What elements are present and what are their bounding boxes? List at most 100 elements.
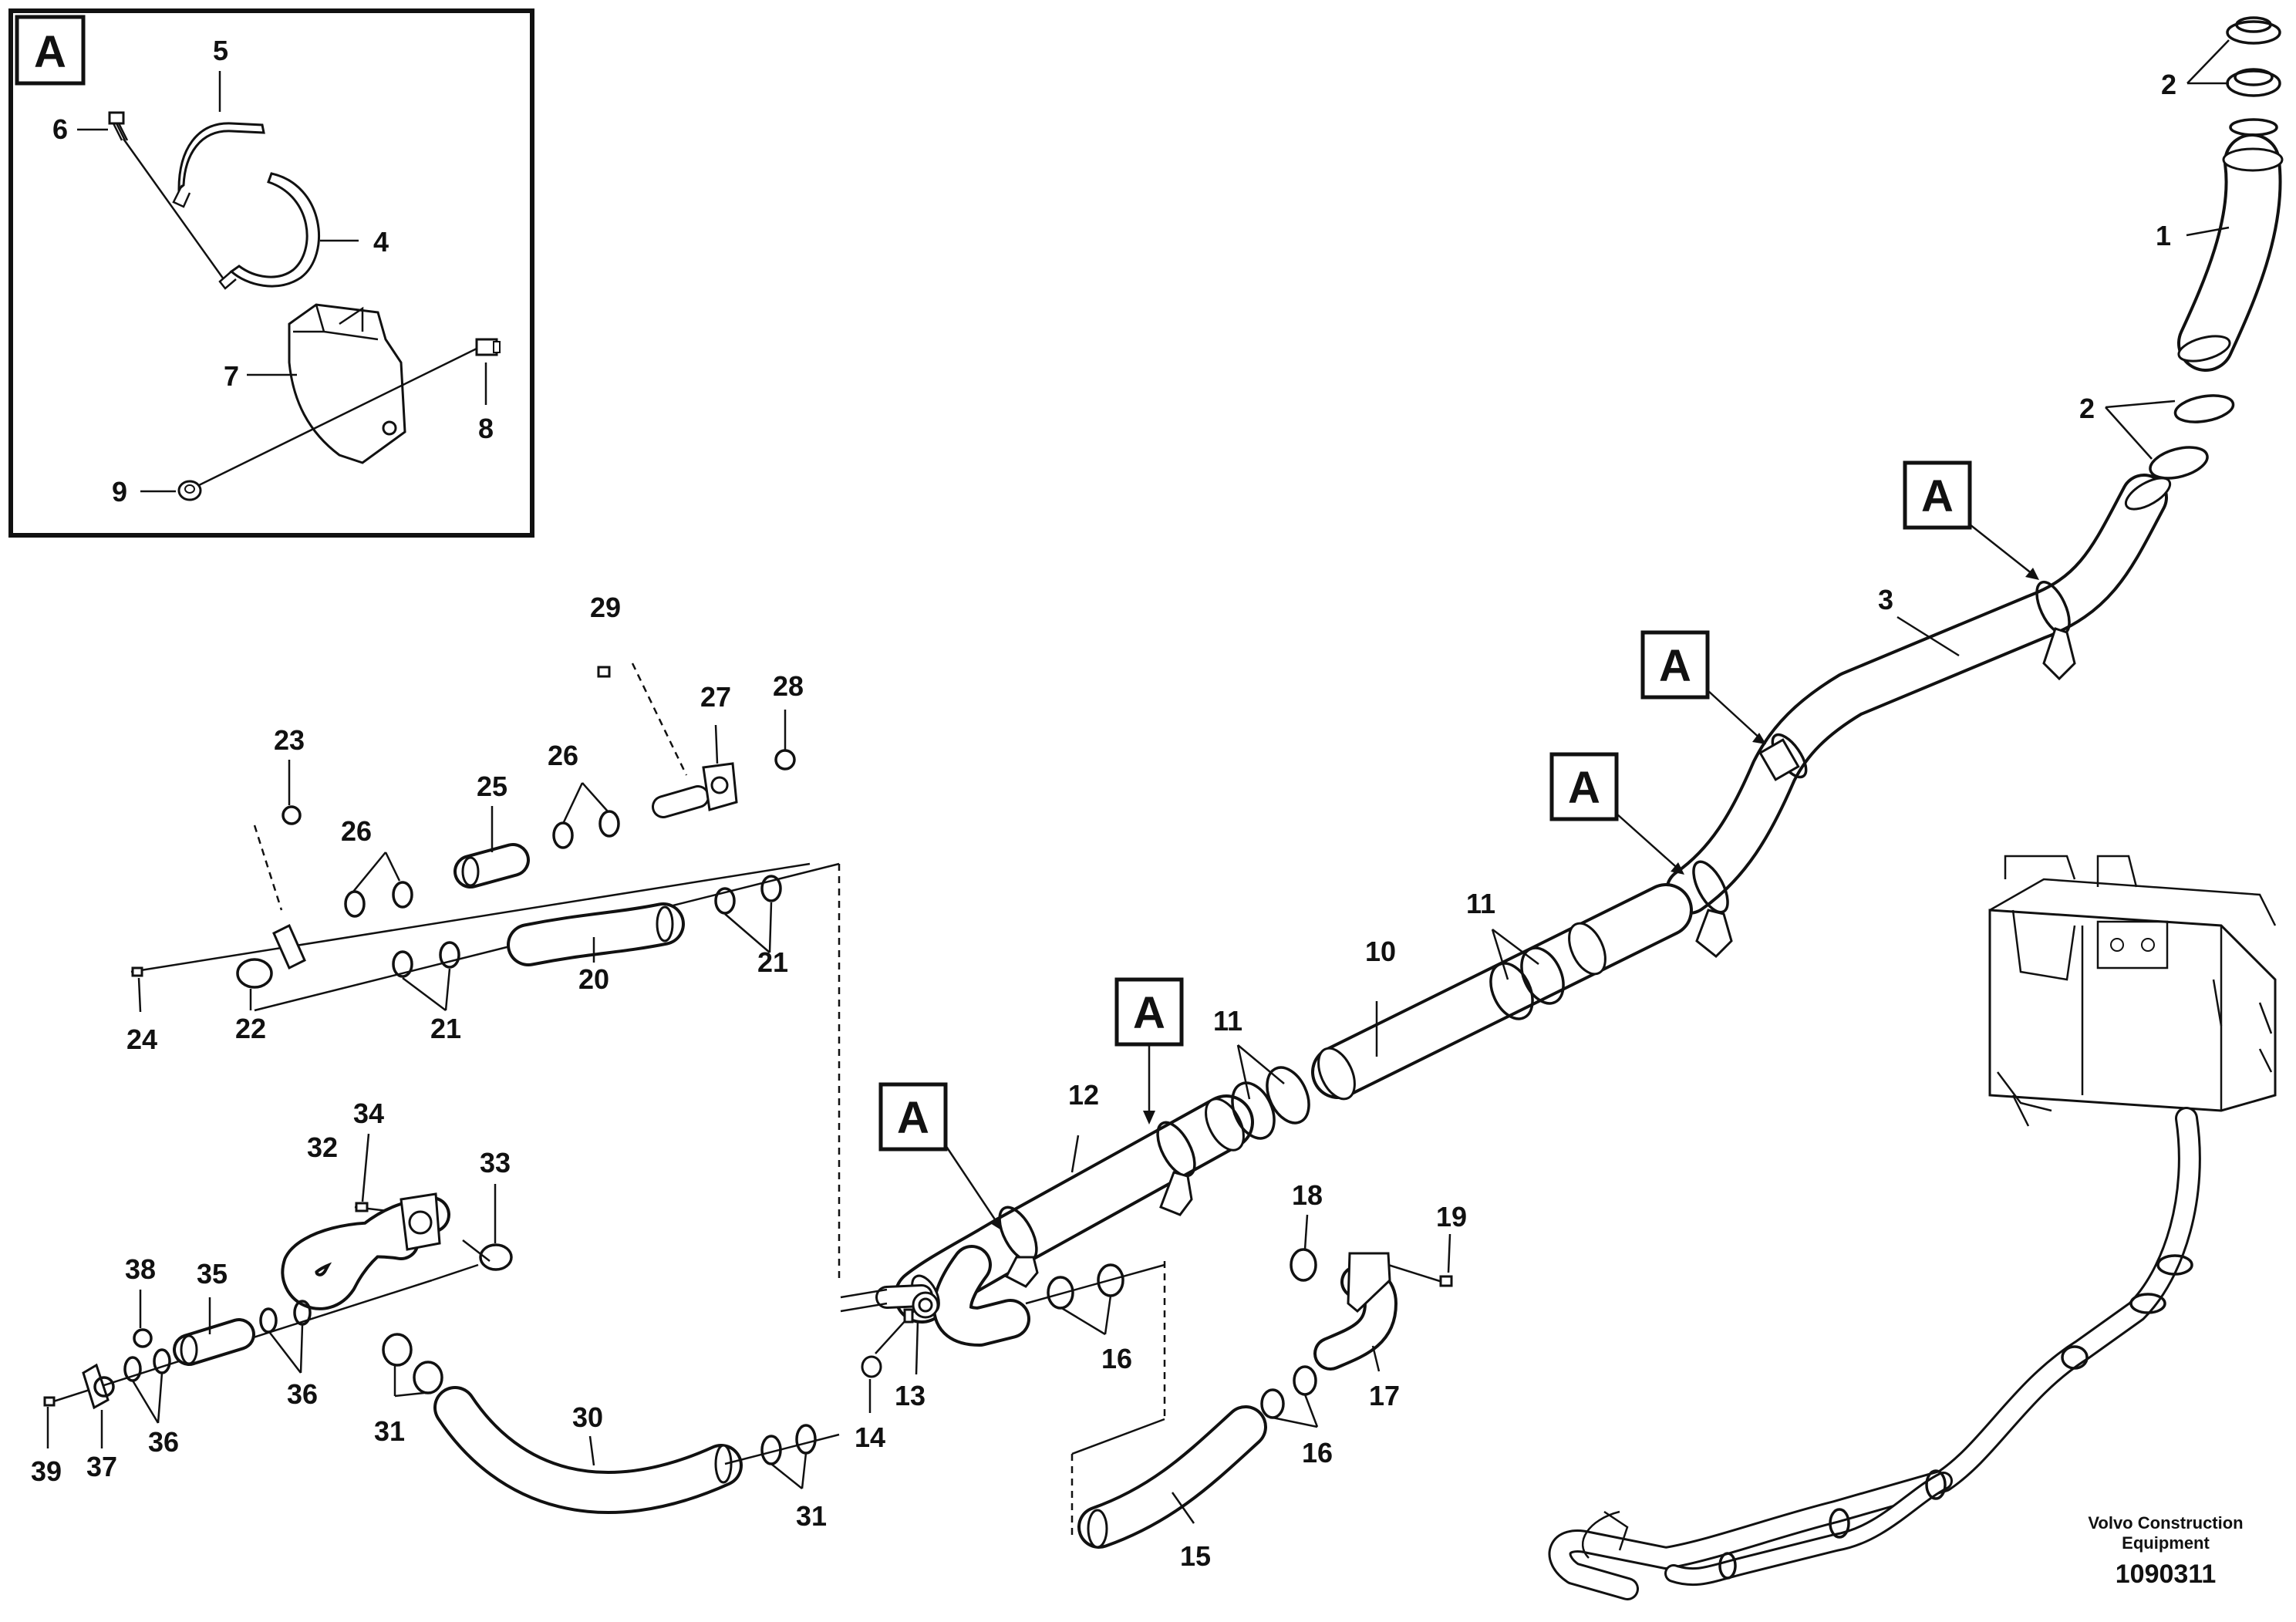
hose-clamp-part — [598, 810, 620, 838]
seal-ring-part — [133, 1328, 153, 1348]
hose-clamp-part — [552, 821, 574, 849]
part-label-19: 19 — [1436, 1201, 1467, 1233]
part-label-35: 35 — [197, 1258, 228, 1290]
part-label-23: 23 — [274, 724, 305, 756]
part-label-1: 1 — [2156, 220, 2171, 251]
hose-clamp-part — [392, 950, 413, 978]
hose-clamp-part — [153, 1348, 171, 1374]
hose-clamp-part — [344, 890, 366, 918]
part-label-4: 4 — [373, 226, 389, 258]
svg-text:A: A — [897, 1093, 929, 1143]
seal-ring-part — [774, 749, 796, 771]
part-label-14: 14 — [855, 1421, 885, 1453]
hose-clamp-part — [795, 1424, 817, 1455]
part-label-38: 38 — [125, 1253, 156, 1285]
part-label-24: 24 — [126, 1023, 157, 1055]
part-label-15: 15 — [1180, 1540, 1211, 1572]
hose-clamp-part — [439, 941, 460, 969]
clamp-ring-part — [1266, 1066, 1310, 1125]
pipe-clamps — [998, 16, 2281, 1288]
hose-clamp-part — [714, 887, 736, 915]
hose-clamp-part — [1293, 1365, 1317, 1396]
seal-ring-part — [1290, 1248, 1317, 1282]
callout-a-marker: A — [1114, 977, 1184, 1125]
part-label-7: 7 — [224, 360, 239, 392]
part-label-16: 16 — [1101, 1343, 1132, 1374]
clamp-ring-part — [1489, 962, 1534, 1020]
part-label-34: 34 — [353, 1098, 384, 1129]
aftertreatment-assembly — [1548, 855, 2277, 1600]
svg-text:A: A — [1568, 763, 1600, 813]
clamp-lower-half-part — [229, 172, 320, 288]
hose-clamp-part — [259, 1307, 278, 1334]
hose-clamp-part — [1047, 1276, 1074, 1310]
callout-a-marker: A — [1549, 752, 1684, 875]
part-label-20: 20 — [578, 963, 609, 995]
part-label-32: 32 — [307, 1131, 338, 1163]
clamp-ring-part — [2226, 20, 2281, 45]
part-label-2: 2 — [2079, 393, 2095, 424]
clamp-ring-part — [1520, 946, 1565, 1005]
bolt-part — [475, 338, 501, 356]
part-label-11: 11 — [1213, 1005, 1242, 1037]
bolt-part — [108, 111, 129, 141]
exhaust-route — [840, 133, 2284, 1347]
hose-clamp-part — [293, 1300, 312, 1326]
svg-text:A: A — [1921, 471, 1954, 521]
part-label-9: 9 — [112, 476, 127, 508]
part-label-21: 21 — [757, 946, 788, 978]
part-label-18: 18 — [1292, 1179, 1323, 1211]
part-label-17: 17 — [1369, 1380, 1400, 1411]
part-label-3: 3 — [1878, 584, 1893, 615]
callout-boxes: A A A A A — [878, 460, 2039, 1231]
company-name-line2: Equipment — [2122, 1533, 2210, 1553]
seal-ring-part — [479, 1243, 513, 1271]
part-label-26: 26 — [341, 815, 372, 847]
detail-a-inset: A — [8, 8, 534, 538]
part-label-5: 5 — [213, 35, 228, 66]
svg-text:A: A — [1659, 641, 1691, 691]
inset-label: A — [34, 27, 66, 77]
part-label-16: 16 — [1302, 1437, 1333, 1469]
clamp-ring-part — [2149, 446, 2209, 480]
part-label-36: 36 — [287, 1378, 318, 1410]
hose-clamp-part — [760, 875, 782, 902]
company-name-line1: Volvo Construction — [2088, 1513, 2243, 1533]
footer-caption: Volvo Construction Equipment 1090311 — [2088, 1513, 2243, 1589]
hose-clamp-part — [392, 881, 413, 909]
part-number-labels: 5 6 4 7 8 9 2 1 2 3 11 10 11 12 13 14 16… — [31, 35, 2176, 1572]
part-label-31: 31 — [796, 1500, 827, 1532]
clamp-upper-half-part — [177, 122, 265, 192]
seal-ring-part — [282, 805, 302, 825]
part-label-31: 31 — [374, 1415, 405, 1447]
part-label-26: 26 — [548, 740, 578, 771]
part-label-2: 2 — [2161, 69, 2176, 100]
part-label-12: 12 — [1068, 1079, 1099, 1111]
part-label-13: 13 — [895, 1380, 925, 1411]
bracket-part — [288, 303, 406, 464]
part-label-30: 30 — [572, 1401, 603, 1433]
leader-lines — [46, 39, 2230, 1524]
part-label-22: 22 — [235, 1013, 266, 1044]
document-number: 1090311 — [2116, 1560, 2217, 1589]
hose-clamp-part — [413, 1361, 443, 1394]
part-label-36: 36 — [148, 1426, 179, 1458]
hose-clamp-part — [382, 1333, 413, 1367]
part-label-29: 29 — [590, 592, 621, 623]
svg-text:A: A — [1133, 988, 1165, 1038]
hose-clamp-part — [123, 1356, 142, 1382]
part-label-10: 10 — [1365, 936, 1396, 967]
drain-hose-group — [861, 1248, 1453, 1549]
part-label-39: 39 — [31, 1455, 62, 1487]
part-label-33: 33 — [480, 1147, 511, 1179]
part-label-28: 28 — [773, 670, 804, 702]
part-label-25: 25 — [477, 771, 507, 802]
part-label-8: 8 — [478, 413, 494, 444]
part-label-21: 21 — [430, 1013, 461, 1044]
clamp-ring-part — [2173, 394, 2235, 423]
part-label-6: 6 — [52, 113, 68, 145]
callout-a-marker: A — [1903, 460, 2039, 580]
callout-a-marker: A — [878, 1082, 1003, 1231]
part-label-27: 27 — [700, 681, 731, 713]
